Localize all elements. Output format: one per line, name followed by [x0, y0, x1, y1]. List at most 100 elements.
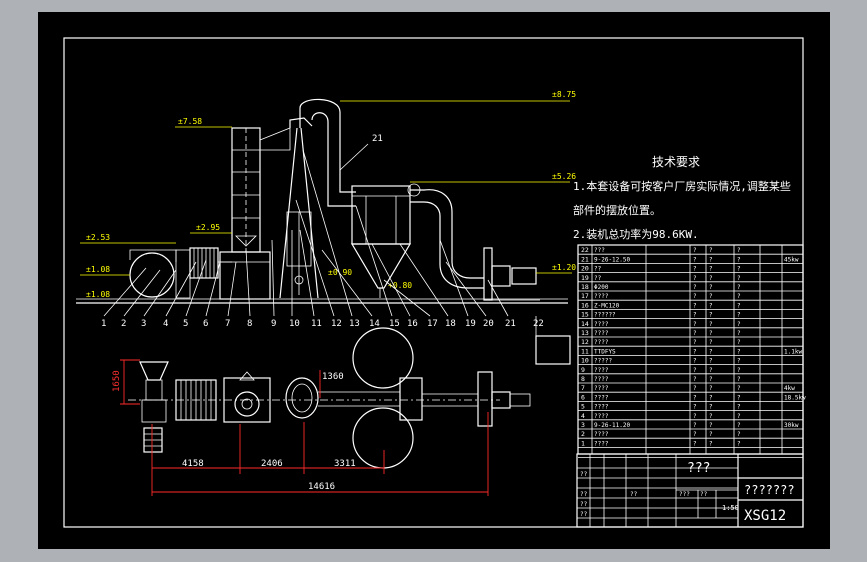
- part-leader: [371, 243, 411, 317]
- part-number-13: 13: [349, 319, 360, 329]
- elev-7-58: ±7.58: [178, 117, 202, 126]
- parts-row-qty: ?: [693, 413, 697, 420]
- parts-row-qty: ?: [709, 321, 713, 328]
- parts-row-name: ????: [594, 367, 609, 374]
- parts-row-name: ????: [594, 293, 609, 300]
- parts-row-number: 6: [581, 393, 585, 401]
- part-number-14: 14: [369, 319, 380, 329]
- parts-row-number: 15: [581, 311, 589, 319]
- parts-row-name: ??: [594, 275, 602, 282]
- parts-row-qty: ?: [709, 376, 713, 383]
- part-number-21: 21: [505, 319, 516, 329]
- parts-row-name: ????: [594, 385, 609, 392]
- dim-2406: 2406: [261, 459, 283, 469]
- parts-row-qty: ?: [709, 367, 713, 374]
- part-leader: [165, 261, 197, 317]
- parts-row-qty: ?: [693, 376, 697, 383]
- title-mark: ??: [580, 511, 588, 518]
- elev-5-26: ±5.26: [552, 172, 576, 181]
- parts-row-qty: ?: [709, 394, 713, 401]
- dim-1650: 1650: [112, 370, 122, 392]
- parts-row-qty: ?: [693, 339, 697, 346]
- parts-row-number: 10: [581, 357, 589, 365]
- sheet-border: [38, 12, 830, 549]
- parts-row-name: ????: [594, 376, 609, 383]
- parts-row-qty: ?: [693, 358, 697, 365]
- tech-line-2: 部件的摆放位置。: [573, 203, 661, 217]
- parts-row: 4???????: [581, 412, 741, 420]
- part-number-9: 9: [271, 319, 276, 329]
- parts-row: 13???????: [581, 329, 741, 337]
- part-leader: [299, 229, 315, 317]
- parts-row-qty: ?: [709, 275, 713, 282]
- parts-row-qty: ?: [709, 385, 713, 392]
- parts-row: 19?????: [581, 274, 741, 282]
- parts-row-name: Z-MC120: [594, 302, 620, 309]
- part-leader: [383, 279, 431, 317]
- parts-row-qty: ?: [737, 422, 741, 429]
- dimension-lines: 1650 1360 4158 2406 3311 14616: [112, 359, 489, 496]
- parts-row-qty: ?: [737, 376, 741, 383]
- parts-row: 12???????: [581, 338, 741, 346]
- parts-row-name: ????: [594, 339, 609, 346]
- parts-row: 15?????????: [581, 311, 741, 319]
- part-leader: [271, 239, 275, 317]
- parts-row-qty: ?: [693, 312, 697, 319]
- parts-row-name: ?????: [594, 358, 612, 365]
- duct-top: [299, 98, 356, 193]
- parts-row-qty: ?: [737, 330, 741, 337]
- part-leader: [399, 243, 449, 317]
- parts-row-qty: ?: [737, 256, 741, 263]
- parts-row-qty: ?: [693, 330, 697, 337]
- parts-row: 22??????: [581, 246, 741, 254]
- parts-row-qty: ?: [693, 348, 697, 355]
- parts-row-qty: ?: [737, 367, 741, 374]
- dim-1360: 1360: [322, 372, 344, 382]
- parts-row-qty: ?: [693, 302, 697, 309]
- part-number-8: 8: [247, 319, 252, 329]
- part-number-18: 18: [445, 319, 456, 329]
- part-number-12: 12: [331, 319, 342, 329]
- classifier-plan: [285, 377, 319, 419]
- title-company: ???????: [744, 483, 795, 497]
- elev-0-90: ±0.90: [328, 268, 352, 277]
- parts-row-qty: ?: [709, 404, 713, 411]
- parts-row-qty: ?: [693, 404, 697, 411]
- parts-row-number: 2: [581, 430, 585, 438]
- parts-row-qty: ?: [737, 385, 741, 392]
- part-leader: [487, 279, 509, 317]
- parts-row-number: 11: [581, 347, 589, 355]
- title-mark: ???: [679, 491, 690, 498]
- part-number-22: 22: [533, 319, 544, 329]
- part-leader: [205, 261, 221, 317]
- parts-row-qty: ?: [737, 413, 741, 420]
- parts-row-qty: ?: [709, 302, 713, 309]
- tech-heading: 技术要求: [652, 155, 700, 169]
- parts-row-qty: ?: [737, 358, 741, 365]
- part-leader: [445, 261, 487, 317]
- parts-row-qty: ?: [709, 339, 713, 346]
- parts-row-power: 4kw: [784, 385, 795, 392]
- tech-line-1: 1.本套设备可按客户厂房实际情况,调整某些: [573, 179, 791, 193]
- title-code: XSG12: [744, 508, 786, 524]
- parts-row-qty: ?: [693, 385, 697, 392]
- parts-row-qty: ?: [737, 440, 741, 447]
- parts-row: 5???????: [581, 403, 741, 411]
- parts-row-number: 7: [581, 384, 585, 392]
- parts-row-number: 5: [581, 403, 585, 411]
- part-number-15: 15: [389, 319, 400, 329]
- title-mark: ??: [700, 491, 708, 498]
- elev-0-80: +0.80: [388, 281, 412, 290]
- duct-right: [410, 189, 484, 279]
- parts-row-number: 9: [581, 366, 585, 374]
- parts-row-qty: ?: [709, 440, 713, 447]
- part-leader: [185, 259, 207, 317]
- technical-requirements: 技术要求 1.本套设备可按客户厂房实际情况,调整某些 部件的摆放位置。 2.装机…: [573, 155, 791, 241]
- parts-row-name: ????: [594, 321, 609, 328]
- parts-row-name: Φ200: [594, 284, 609, 291]
- parts-row-number: 21: [581, 255, 589, 263]
